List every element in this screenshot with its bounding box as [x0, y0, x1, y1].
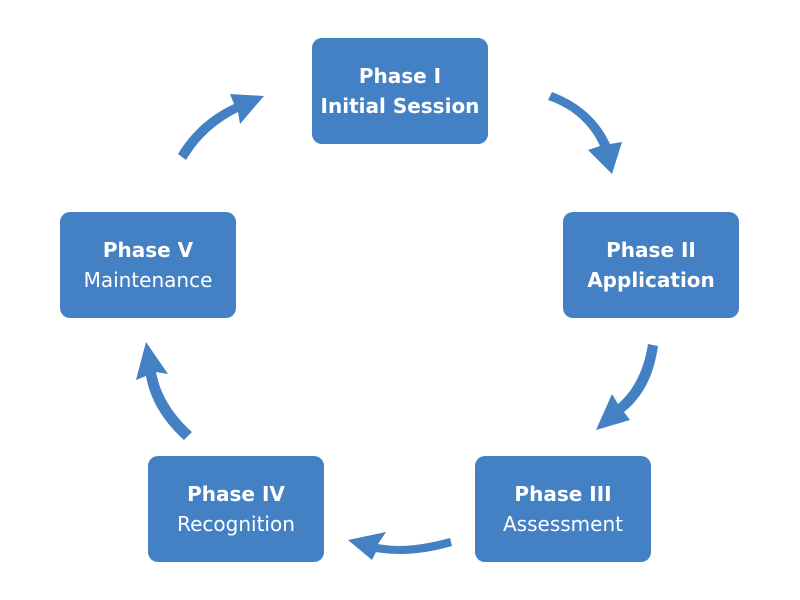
phase-4-title: Phase IV — [187, 482, 285, 506]
arrow-phase-1-to-2 — [548, 92, 622, 174]
phase-4-subtitle: Recognition — [177, 512, 295, 536]
phase-3-box: Phase III Assessment — [475, 456, 651, 562]
phase-1-subtitle: Initial Session — [320, 94, 480, 118]
phase-3-title: Phase III — [514, 482, 612, 506]
arrow-phase-5-to-1 — [178, 94, 264, 160]
phase-5-title: Phase V — [102, 238, 194, 262]
phase-3-subtitle: Assessment — [503, 512, 623, 536]
arrow-phase-2-to-3 — [596, 344, 658, 430]
phase-4-box: Phase IV Recognition — [148, 456, 324, 562]
arrow-phase-3-to-4 — [348, 532, 452, 560]
phase-2-subtitle: Application — [587, 268, 715, 292]
phase-1-title: Phase I — [358, 64, 442, 88]
phase-5-box: Phase V Maintenance — [60, 212, 236, 318]
phase-2-title: Phase II — [606, 238, 696, 262]
phase-1-box: Phase I Initial Session — [312, 38, 488, 144]
arrow-phase-4-to-5 — [136, 342, 192, 440]
phase-2-box: Phase II Application — [563, 212, 739, 318]
phase-5-subtitle: Maintenance — [83, 268, 213, 292]
